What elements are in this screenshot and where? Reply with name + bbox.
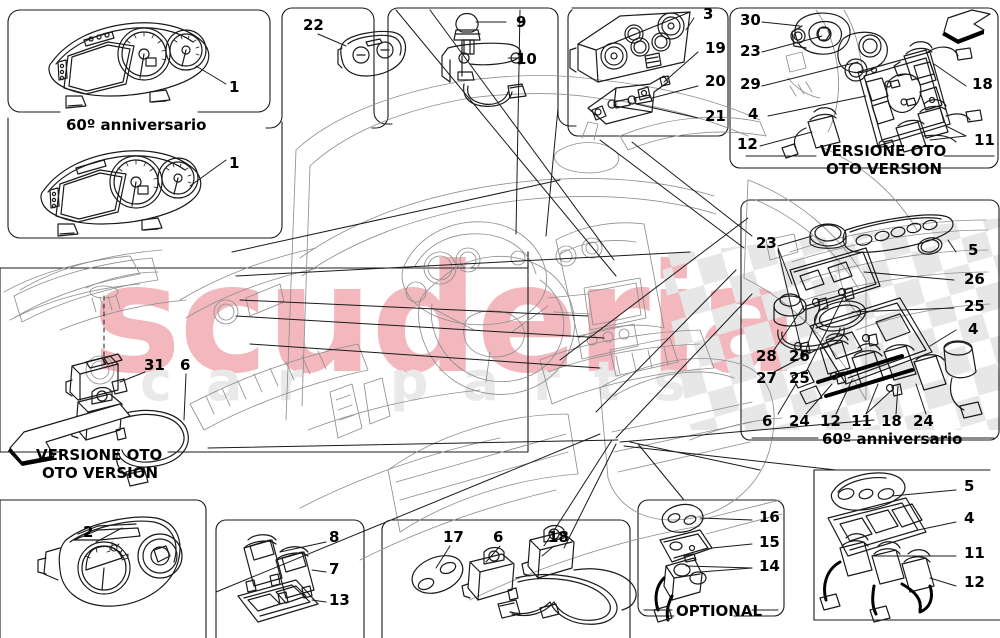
optional-module-assembly (653, 503, 713, 623)
callout-18a: 18 (972, 75, 993, 93)
callout-lines-window-switches (279, 541, 327, 603)
instrument-cluster-anniversary (48, 22, 210, 109)
callout-line-cluster-2 (189, 159, 227, 187)
callout-28: 28 (756, 347, 777, 365)
callout-13: 13 (329, 591, 350, 609)
callout-29: 29 (740, 75, 761, 93)
sensor-harness-assembly (411, 524, 637, 625)
caption-oto-left-en: OTO VERSION (42, 464, 159, 482)
callout-line-22 (317, 33, 347, 47)
panel-frame-oto-top (729, 7, 999, 169)
arrow-shadow-top-right (942, 30, 984, 44)
oto-left-assembly (3, 255, 189, 487)
light-switch-assembly (37, 516, 183, 607)
callout-lines-climate (635, 17, 699, 119)
callout-8: 8 (329, 528, 340, 546)
panel-frame-climate-control (567, 7, 729, 137)
callout-31: 31 (144, 356, 165, 374)
leader-lines-center (207, 9, 875, 593)
climate-control-assembly (569, 11, 691, 125)
callout-27: 27 (756, 369, 777, 387)
callout-lines-oto-left (119, 371, 187, 421)
caption-oto-top-it: VERSIONE OTO (820, 142, 947, 160)
arrow-shadow-left (8, 448, 54, 466)
callout-9: 9 (516, 13, 527, 31)
panel-frame-light-switch (0, 499, 207, 638)
callout-23a: 23 (740, 42, 761, 60)
remote-key-fob (337, 30, 407, 77)
callout-25a: 25 (964, 297, 985, 315)
caption-optional: OPTIONAL (676, 602, 763, 620)
callout-30: 30 (740, 11, 761, 29)
callout-26b: 26 (789, 347, 810, 365)
anniversary-console-assembly (773, 214, 991, 419)
callout-26a: 26 (964, 270, 985, 288)
callout-24b: 24 (913, 412, 934, 430)
callout-17: 17 (443, 528, 464, 546)
caption-oto-top-en: OTO VERSION (826, 160, 943, 178)
callout-16: 16 (759, 508, 780, 526)
callout-11b: 11 (851, 412, 872, 430)
callout-14: 14 (759, 557, 780, 575)
callout-4c: 4 (964, 509, 975, 527)
callout-25b: 25 (789, 369, 810, 387)
panel-frame-window-switches (215, 519, 365, 638)
callout-4b: 4 (968, 320, 979, 338)
callout-24a: 24 (789, 412, 810, 430)
instrument-cluster-standard (40, 150, 202, 237)
callout-21: 21 (705, 107, 726, 125)
caption-oto-left-it: VERSIONE OTO (36, 446, 163, 464)
panel-frame-console-buttons (813, 469, 1000, 621)
callout-line-9-10 (475, 21, 521, 59)
callout-4a: 4 (748, 105, 759, 123)
callout-11c: 11 (964, 544, 985, 562)
callout-23b: 23 (756, 234, 777, 252)
callout-6b: 6 (180, 356, 191, 374)
callout-lines-sensor-harness (435, 545, 555, 569)
callout-7: 7 (329, 560, 340, 578)
callout-5a: 5 (968, 241, 979, 259)
panel-frame-cluster-anniversary (7, 9, 271, 113)
direction-arrow-top-right (943, 9, 991, 41)
callout-12c: 12 (964, 573, 985, 591)
callout-2: 2 (83, 523, 94, 541)
callout-6c: 6 (493, 528, 504, 546)
caption-anniversary-console: 60º anniversario (822, 430, 963, 448)
callout-line-2 (95, 527, 123, 543)
callout-18b: 18 (881, 412, 902, 430)
callout-5b: 5 (964, 477, 975, 495)
callout-lines-optional (685, 517, 753, 573)
panel-frame-antenna-bracket (371, 7, 577, 129)
panel-frame-cluster-standard (7, 117, 283, 239)
interior-ghost-view (13, 75, 919, 601)
console-buttons-assembly (819, 472, 935, 623)
panel-frame-remote-key (265, 7, 393, 129)
oto-top-assembly (781, 9, 983, 159)
callout-19: 19 (705, 39, 726, 57)
callout-12a: 12 (737, 135, 758, 153)
window-switch-assembly (237, 534, 319, 623)
callout-lines-anniversary-console (773, 235, 957, 415)
callout-15: 15 (759, 533, 780, 551)
callout-lines-oto-top (759, 21, 967, 147)
callout-12b: 12 (820, 412, 841, 430)
caption-cluster-anniversary: 60º anniversario (66, 116, 207, 134)
callout-3: 3 (703, 5, 714, 23)
panel-frame-anniversary-console (740, 199, 1000, 441)
callout-22: 22 (303, 16, 324, 34)
callout-20: 20 (705, 72, 726, 90)
callout-10: 10 (516, 50, 537, 68)
callout-6a: 6 (762, 412, 773, 430)
antenna-bracket-assembly (441, 12, 527, 107)
callout-lines-console-buttons (871, 489, 957, 587)
callout-1a: 1 (229, 78, 240, 96)
callout-1b: 1 (229, 154, 240, 172)
callout-18c: 18 (548, 528, 569, 546)
callout-11a: 11 (974, 131, 995, 149)
callout-line-cluster-1 (195, 65, 227, 85)
